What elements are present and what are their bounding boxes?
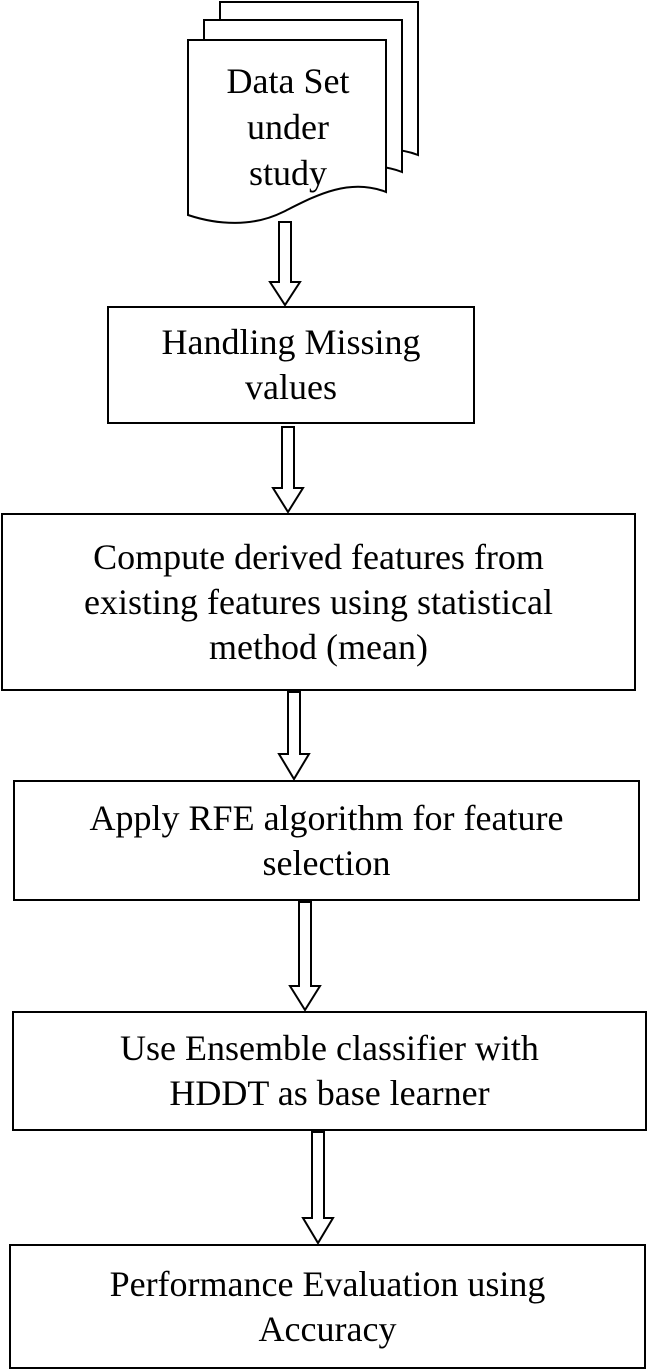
step-label-line: Compute derived features from — [93, 536, 544, 577]
document-label-line: under — [247, 107, 329, 147]
document-label-line: study — [248, 153, 327, 193]
step-label-line: Use Ensemble classifier with — [120, 1028, 539, 1068]
step-performance-evaluation: Performance Evaluation using Accuracy — [9, 1244, 646, 1369]
flow-arrow-3 — [277, 691, 311, 781]
step-label-line: existing features using statistical — [84, 581, 553, 622]
step-label-line: method (mean) — [209, 626, 428, 667]
flow-arrow-1 — [268, 221, 302, 307]
step-apply-rfe-feature-selection: Apply RFE algorithm for feature selectio… — [13, 780, 640, 901]
step-handling-missing-values: Handling Missing values — [107, 306, 475, 424]
step-compute-derived-features: Compute derived features from existing f… — [1, 513, 636, 691]
step-label-line: Performance Evaluation using — [109, 1263, 546, 1304]
step-ensemble-classifier-hddt: Use Ensemble classifier with HDDT as bas… — [12, 1011, 647, 1131]
step-label-line: Apply RFE algorithm for feature — [89, 797, 564, 838]
document-label-line: Data Set — [226, 61, 350, 101]
document-stack — [187, 1, 419, 224]
document-page-front — [187, 39, 387, 224]
document-label: Data Set under study — [190, 58, 386, 196]
step-label-line: Accuracy — [258, 1308, 397, 1349]
step-label-line: Handling Missing — [161, 322, 421, 362]
flow-arrow-4 — [288, 901, 322, 1012]
flow-arrow-5 — [301, 1131, 335, 1245]
flow-arrow-2 — [271, 426, 305, 514]
step-label-line: HDDT as base learner — [169, 1073, 490, 1113]
step-label-line: selection — [262, 842, 391, 883]
step-label-line: values — [245, 367, 337, 407]
